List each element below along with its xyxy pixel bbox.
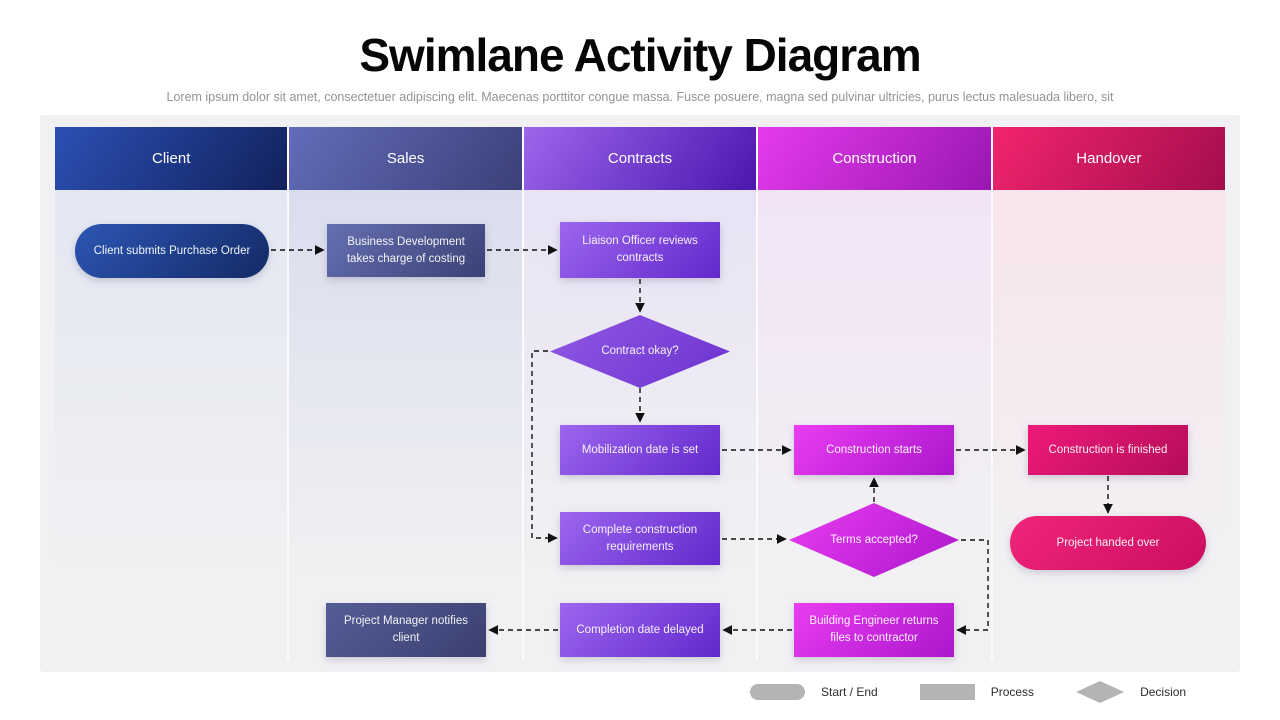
node-project-handed-over: Project handed over (1010, 516, 1206, 570)
process-shape-icon (919, 684, 975, 700)
legend-label: Process (990, 685, 1035, 699)
node-client-submits-purchase-order: Client submits Purchase Order (75, 224, 269, 278)
lane-header-client: Client (55, 127, 288, 190)
lane-header-sales: Sales (289, 127, 522, 190)
lane-header-construction: Construction (758, 127, 991, 190)
page-title: Swimlane Activity Diagram (359, 29, 921, 81)
node-mobilization-date-set: Mobilization date is set (560, 425, 720, 475)
node-completion-date-delayed: Completion date delayed (560, 603, 720, 657)
node-liaison-officer-reviews: Liaison Officer reviews contracts (560, 222, 720, 278)
node-business-development-costing: Business Development takes charge of cos… (327, 224, 485, 277)
swimlane-panel: Client Sales Contracts Construction Hand… (40, 115, 1240, 672)
page-subtitle: Lorem ipsum dolor sit amet, consectetuer… (166, 90, 1114, 104)
lane-client: Client (55, 127, 288, 660)
legend-label: Decision (1140, 685, 1187, 699)
node-building-engineer-returns-files: Building Engineer returns files to contr… (794, 603, 954, 657)
start-end-shape-icon (750, 684, 805, 700)
lane-construction: Construction (758, 127, 991, 660)
lane-handover: Handover (992, 127, 1226, 660)
legend: Start / End Process Decision (750, 681, 1186, 703)
node-construction-starts: Construction starts (794, 425, 954, 475)
node-complete-construction-requirements: Complete construction requirements (560, 512, 720, 565)
lane-header-handover: Handover (992, 127, 1226, 190)
legend-label: Start / End (821, 685, 878, 699)
legend-item-process: Process (919, 684, 1035, 700)
node-construction-finished: Construction is finished (1028, 425, 1188, 475)
legend-item-start-end: Start / End (750, 684, 878, 700)
lane-sales: Sales (289, 127, 522, 660)
lane-contracts: Contracts (523, 127, 757, 660)
lane-header-contracts: Contracts (523, 127, 757, 190)
legend-item-decision: Decision (1076, 681, 1186, 703)
decision-shape-icon (1076, 681, 1125, 703)
lane-container: Client Sales Contracts Construction Hand… (55, 127, 1226, 660)
node-project-manager-notifies: Project Manager notifies client (326, 603, 486, 657)
